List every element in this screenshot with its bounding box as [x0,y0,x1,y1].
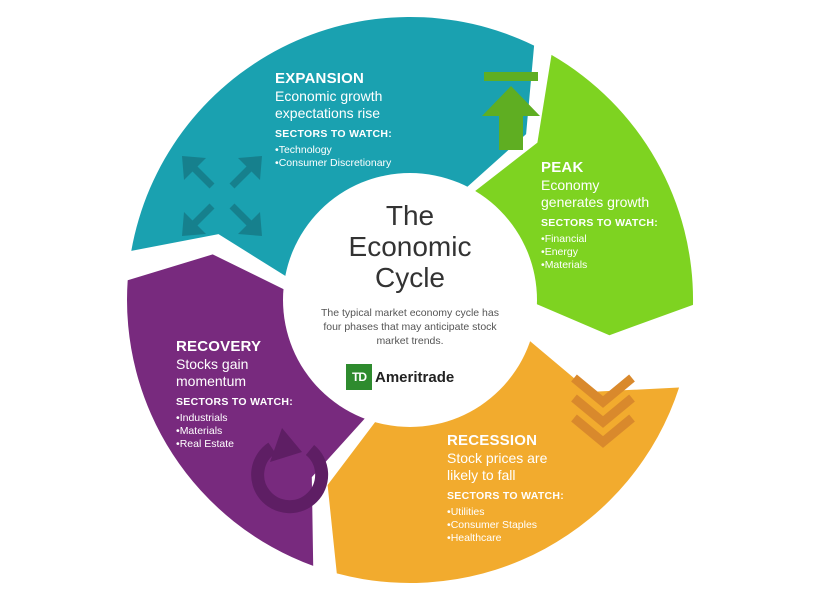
phase-peak: PEAK Economy generates growth SECTORS TO… [541,159,686,272]
phase-peak-sectors-list: Financial Energy Materials [541,233,686,272]
phase-recovery-title: RECOVERY [176,338,262,355]
phase-expansion-description-line-2: expectations rise [275,105,381,121]
sector-item: Consumer Discretionary [275,157,440,170]
sector-item: Materials [176,425,306,438]
phase-peak-title: PEAK [541,159,584,176]
brand-name: Ameritrade [375,368,455,386]
sector-item: Real Estate [176,438,306,451]
phase-recession-description-line-1: Stock prices are [447,450,548,466]
phase-recession-sectors-label: SECTORS TO WATCH: [447,490,565,502]
phase-expansion: EXPANSION Economic growth expectations r… [275,70,440,170]
sector-item: Energy [541,246,686,259]
phase-expansion-sectors-list: Technology Consumer Discretionary [275,144,440,170]
phase-recovery-sectors-label: SECTORS TO WATCH: [176,396,294,408]
sector-item: Technology [275,144,440,157]
down-chevrons-icon [571,374,635,448]
recession-segment [327,337,680,584]
sector-item: Utilities [447,506,597,519]
diagram-description: The typical market economy cycle has fou… [321,307,499,347]
brand-logo: TD Ameritrade [346,364,454,390]
phase-recession: RECESSION Stock prices are likely to fal… [447,432,597,545]
title-line: Cycle [374,262,445,293]
brand-mark: TD [346,364,372,390]
sector-item: Financial [541,233,686,246]
recovery-segment [127,254,369,566]
phase-recovery-description-line-1: Stocks gain [176,356,249,372]
phase-peak-description-line-1: Economy [541,177,600,193]
title-line: Economic [348,231,472,262]
phase-recession-description-line-2: likely to fall [447,467,516,483]
phase-recession-title: RECESSION [447,432,538,449]
diagram-title: The Economic Cycle [320,200,500,293]
expand-arrows-icon [182,156,262,236]
phase-expansion-title: EXPANSION [275,70,365,87]
phase-recovery-sectors-list: Industrials Materials Real Estate [176,412,306,451]
phase-recovery: RECOVERY Stocks gain momentum SECTORS TO… [176,338,306,451]
sector-item: Consumer Staples [447,519,597,532]
phase-expansion-description-line-1: Economic growth [275,88,383,104]
phase-recovery-description-line-2: momentum [176,373,247,389]
phase-peak-sectors-label: SECTORS TO WATCH: [541,217,659,229]
sector-item: Healthcare [447,532,597,545]
phase-expansion-sectors-label: SECTORS TO WATCH: [275,128,393,140]
sector-item: Industrials [176,412,306,425]
phase-recession-sectors-list: Utilities Consumer Staples Healthcare [447,506,597,545]
sector-item: Materials [541,259,686,272]
title-line: The [385,200,435,231]
center-disc [283,173,537,427]
phase-peak-description-line-2: generates growth [541,194,650,210]
up-to-top-arrow-icon [482,72,540,150]
